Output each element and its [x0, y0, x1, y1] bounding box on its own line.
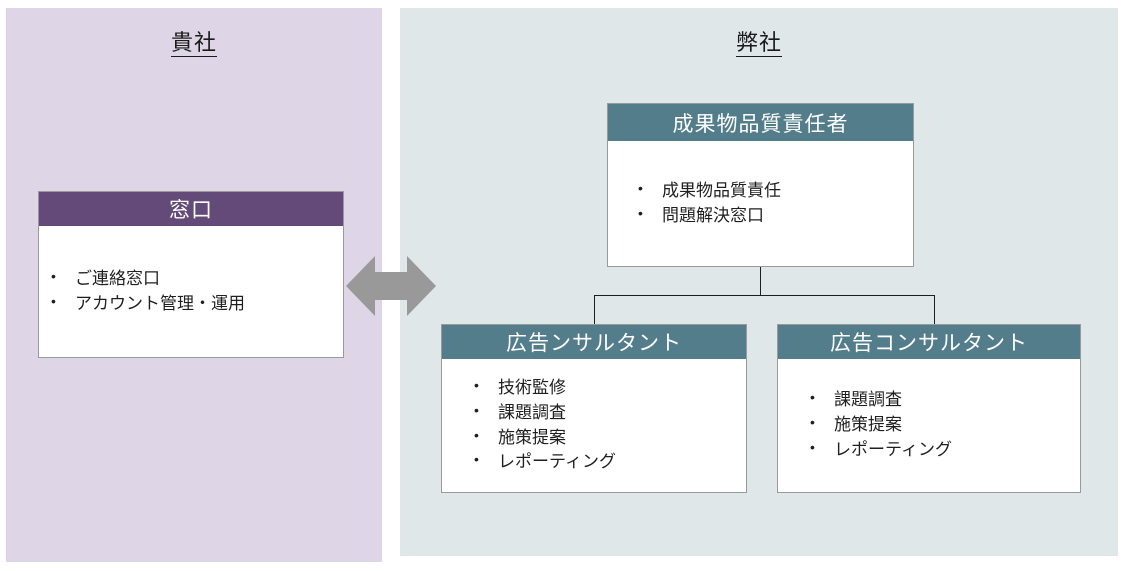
box-consultant-left[interactable]: 広告ンサルタント 技術監修 課題調査 施策提案 レポーティング [441, 324, 747, 493]
box-client-contact-body: ご連絡窓口 アカウント管理・運用 [39, 226, 343, 357]
list-item: 問題解決窓口 [628, 203, 913, 229]
connector-vertical-left [594, 295, 595, 324]
box-consultant-left-list: 技術監修 課題調査 施策提案 レポーティング [464, 375, 746, 476]
list-item: ご連絡窓口 [41, 266, 343, 292]
panel-vendor-title-text: 弊社 [735, 30, 782, 57]
box-consultant-right-header: 広告コンサルタント [778, 325, 1080, 359]
box-consultant-left-body: 技術監修 課題調査 施策提案 レポーティング [442, 359, 746, 492]
panel-client-title: 貴社 [6, 30, 382, 57]
panel-vendor-title: 弊社 [400, 30, 1118, 57]
connector-vertical-right [934, 295, 935, 324]
list-item: 技術監修 [464, 375, 746, 401]
box-client-contact[interactable]: 窓口 ご連絡窓口 アカウント管理・運用 [38, 191, 344, 358]
list-item: 課題調査 [800, 387, 1080, 413]
list-item: 施策提案 [464, 425, 746, 451]
box-consultant-right[interactable]: 広告コンサルタント 課題調査 施策提案 レポーティング [777, 324, 1081, 493]
box-consultant-right-body: 課題調査 施策提案 レポーティング [778, 359, 1080, 492]
box-quality-manager-header: 成果物品質責任者 [608, 104, 913, 141]
box-consultant-left-header: 広告ンサルタント [442, 325, 746, 359]
box-client-contact-list: ご連絡窓口 アカウント管理・運用 [41, 266, 343, 317]
box-quality-manager[interactable]: 成果物品質責任者 成果物品質責任 問題解決窓口 [607, 103, 914, 267]
box-client-contact-header: 窓口 [39, 192, 343, 226]
list-item: レポーティング [800, 437, 1080, 463]
list-item: 課題調査 [464, 400, 746, 426]
list-item: 成果物品質責任 [628, 178, 913, 204]
list-item: アカウント管理・運用 [41, 291, 343, 317]
box-quality-manager-body: 成果物品質責任 問題解決窓口 [608, 141, 913, 266]
connector-vertical-top [760, 267, 761, 296]
bidirectional-arrow-icon [346, 256, 436, 316]
list-item: レポーティング [464, 449, 746, 475]
connector-horizontal [594, 295, 935, 296]
box-quality-manager-list: 成果物品質責任 問題解決窓口 [628, 178, 913, 229]
panel-client-title-text: 貴社 [170, 30, 217, 57]
list-item: 施策提案 [800, 412, 1080, 438]
box-consultant-right-list: 課題調査 施策提案 レポーティング [800, 387, 1080, 463]
